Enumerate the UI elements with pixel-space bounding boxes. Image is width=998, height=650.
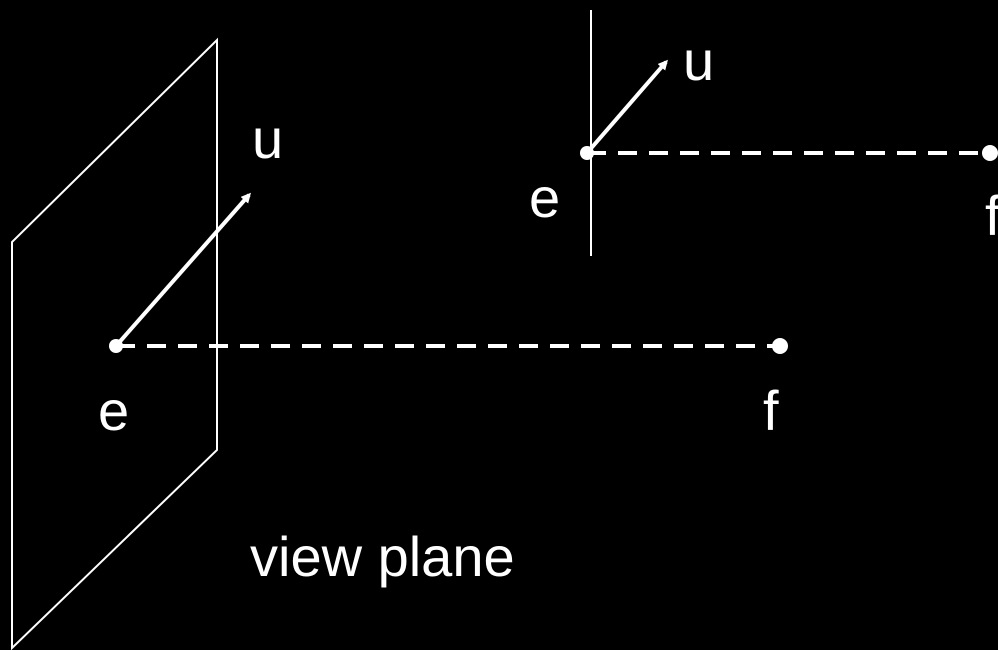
up-vector-arrow-side: [585, 59, 668, 155]
focus-point: [772, 338, 788, 354]
up-label-side: u: [683, 29, 714, 92]
right-view-group: u e f: [529, 10, 998, 256]
focus-label: f: [763, 379, 779, 442]
up-label: u: [252, 107, 283, 170]
up-vector-arrow: [114, 192, 251, 348]
focus-label-side: f: [985, 184, 998, 247]
eye-label: e: [98, 379, 129, 442]
focus-point-side: [982, 145, 998, 161]
left-view-group: u e f view plane: [11, 37, 788, 650]
eye-point-side: [580, 146, 594, 160]
eye-point: [109, 339, 123, 353]
view-plane-caption: view plane: [250, 525, 515, 588]
eye-label-side: e: [529, 166, 560, 229]
view-plane-parallelogram: [11, 37, 218, 650]
